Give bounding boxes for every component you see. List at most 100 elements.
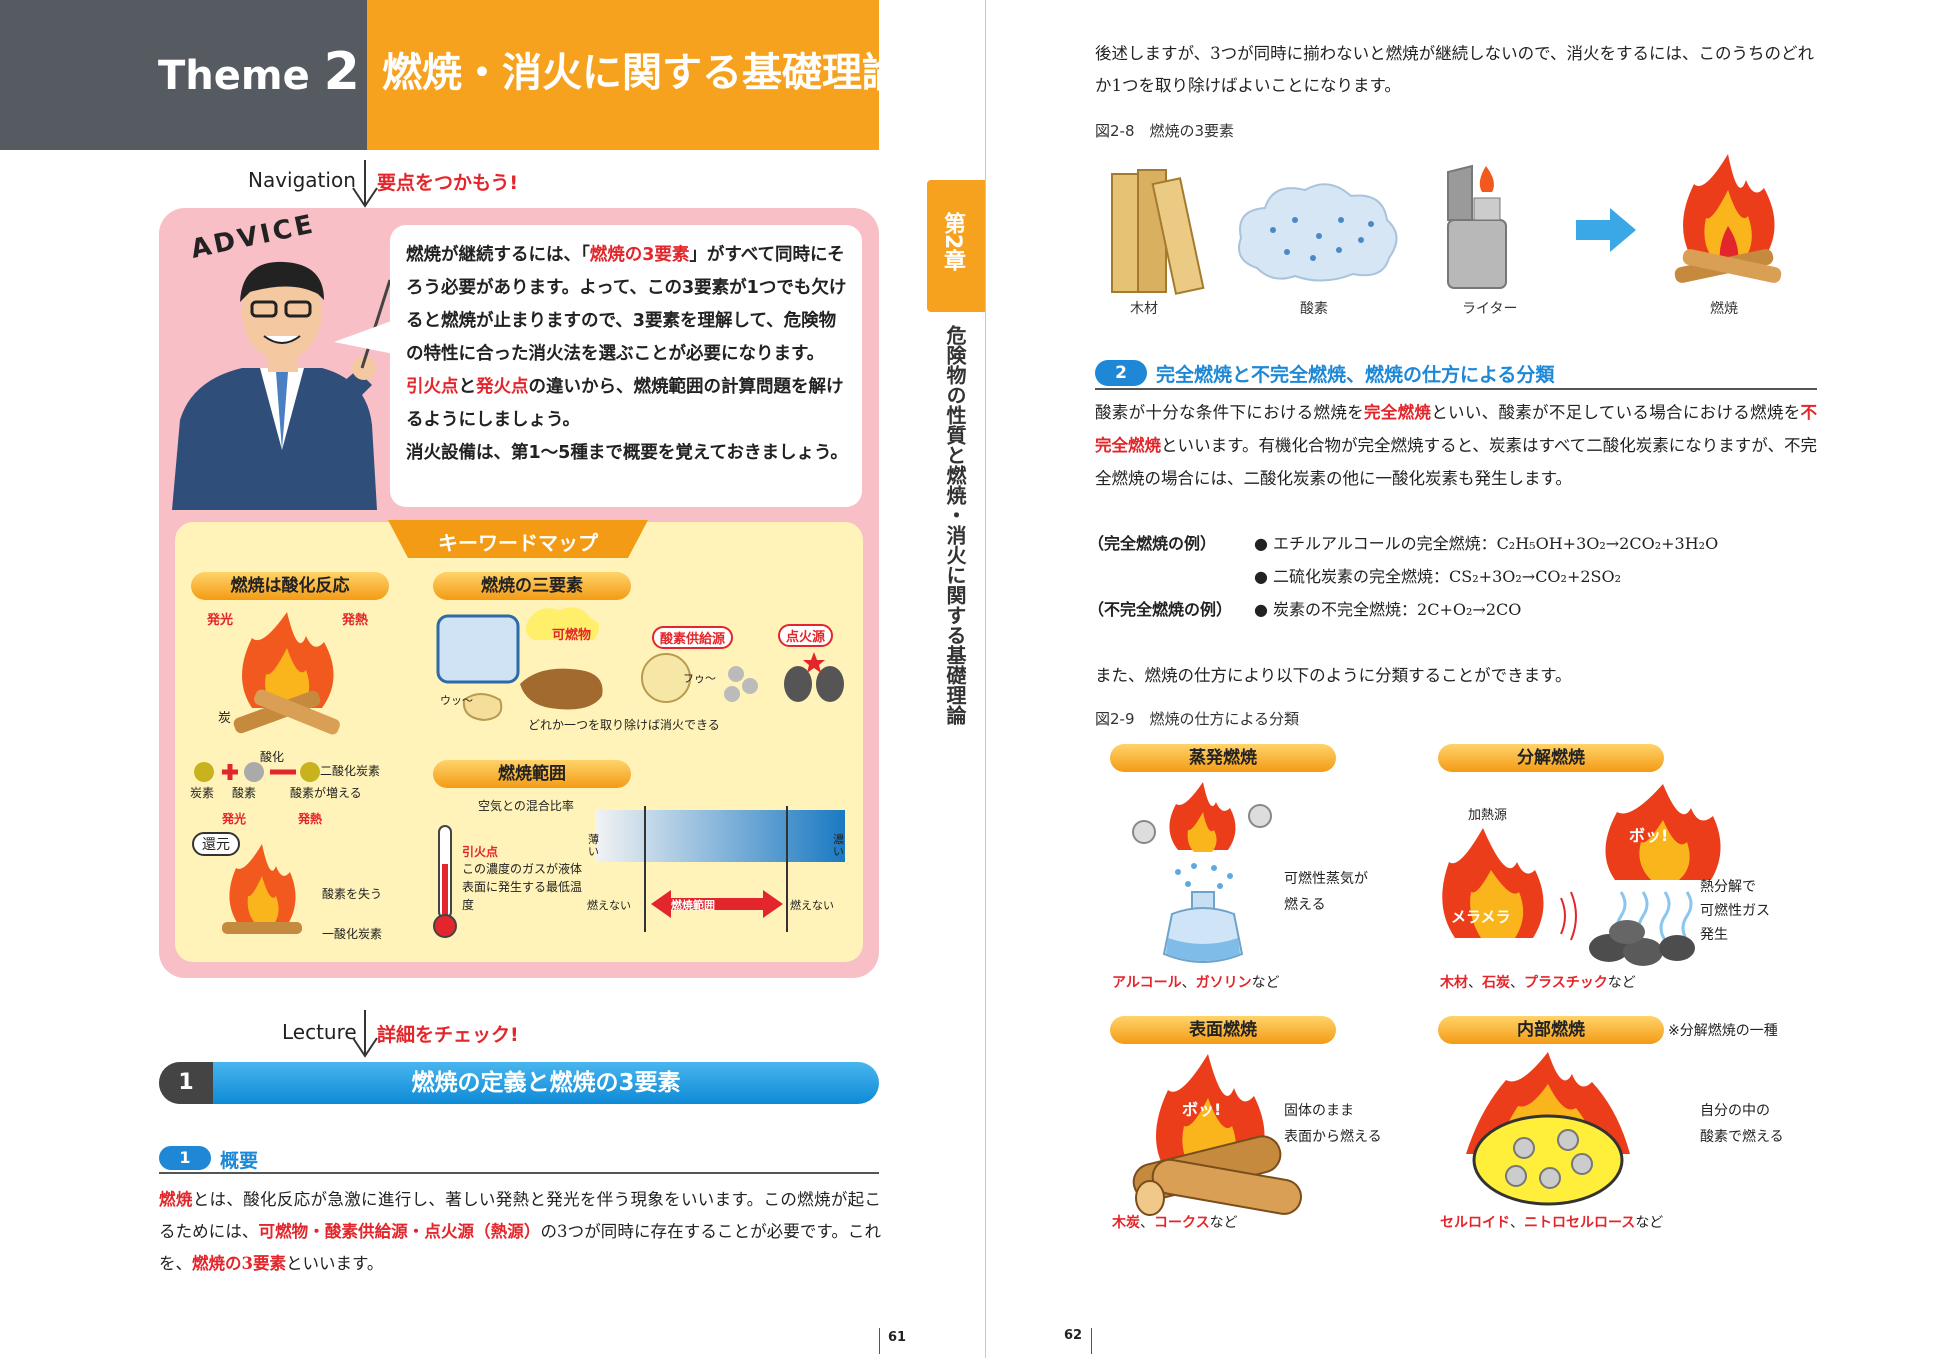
eq-oxygen-increase: 酸素が増える: [290, 786, 362, 800]
reduction-fire-icon: [222, 844, 302, 934]
three-elements-title: 燃焼の三要素: [433, 572, 631, 600]
equation-3: ● 炭素の不完全燃焼：2C+O₂→2CO: [1254, 600, 1522, 619]
eq-co2: 二酸化炭素: [320, 764, 381, 778]
theme-box: [0, 0, 367, 150]
left-page: Theme 2 燃焼・消火に関する基礎理論 Navigation 要点をつかもう…: [0, 0, 985, 1354]
evaporation-desc-1: 可燃性蒸気が: [1284, 871, 1368, 887]
sub2-title: 完全燃焼と不完全燃焼、燃焼の仕方による分類: [1156, 364, 1555, 386]
equation-2: ● 二硫化炭素の完全燃焼：CS₂+3O₂→CO₂+2SO₂: [1254, 567, 1622, 586]
section1-number: 1: [159, 1062, 213, 1104]
remove-to-extinguish: どれか一つを取り除けば消火できる: [528, 718, 720, 732]
carbon-monoxide: 一酸化炭素: [322, 927, 383, 941]
speech-tail: [334, 320, 394, 354]
combustion-range-diagram: [595, 806, 845, 932]
oxidation-light: 発光: [207, 613, 234, 628]
fig8-label-lighter: ライター: [1462, 301, 1518, 317]
sub1-number: 1: [159, 1146, 211, 1170]
no-burn-right: 燃えない: [790, 899, 834, 912]
surface-title: 表面燃焼: [1110, 1016, 1336, 1044]
sub2-number: 2: [1095, 360, 1147, 386]
decomposition-mera: メラメラ: [1451, 908, 1511, 926]
intro-text: 後述しますが、3つが同時に揃わないと燃焼が継続しないので、消火をするには、このう…: [1095, 44, 1815, 95]
fig8-caption: 図2-8 燃焼の3要素: [1095, 122, 1235, 140]
flash-point-desc: この濃度のガスが液体表面に発生する最低温度: [462, 862, 583, 912]
theme-label: Theme 2: [158, 42, 360, 102]
three-elements-illustration: [436, 607, 603, 722]
chapter-title: 危険物の性質と燃焼・消火に関する基礎理論: [943, 325, 967, 725]
lean-label: 薄い: [588, 833, 599, 858]
nav-label: Navigation: [248, 168, 356, 192]
eq-oxidize: 酸化: [260, 750, 285, 764]
theme-word: Theme: [158, 53, 310, 99]
sub1-title: 概要: [220, 1150, 259, 1172]
lecture-tag: 詳細をチェック!: [377, 1024, 519, 1046]
body-text-2: 酸素が十分な条件下における燃焼を完全燃焼といい、酸素が不足している場合における燃…: [1095, 403, 1818, 488]
equation-1: ● エチルアルコールの完全燃焼：C₂H₅OH+3O₂→2CO₂+3H₂O: [1254, 534, 1719, 553]
page-number-right: 62: [1064, 1328, 1083, 1343]
decomposition-illustration: [1442, 784, 1721, 966]
lighter-icon: [1447, 164, 1507, 289]
chapter-number: 第2章: [940, 212, 965, 272]
right-page: 後述しますが、3つが同時に揃わないと燃焼が継続しないので、消火をするには、このう…: [988, 0, 1960, 1358]
internal-note: ※分解燃焼の一種: [1668, 1023, 1778, 1039]
chapter-tab: [927, 180, 985, 312]
sound-1: ウッ〜: [440, 694, 473, 707]
surface-pop: ボッ!: [1182, 1100, 1222, 1119]
burn-range-label: 燃焼範囲: [671, 899, 715, 912]
lecture-label: Lecture: [282, 1020, 357, 1044]
surface-examples: 木炭、コークスなど: [1112, 1215, 1238, 1231]
evaporation-examples: アルコール、ガソリンなど: [1112, 975, 1280, 991]
combustion-fire-icon: [1674, 154, 1782, 283]
rich-label: 濃い: [833, 833, 844, 858]
eq-oxygen: 酸素: [232, 786, 257, 800]
page-number-divider-left: [879, 1328, 880, 1354]
nav-tag: 要点をつかもう!: [377, 172, 519, 194]
page-number-divider-right: [1091, 1328, 1092, 1354]
nav-arrow-icon: [352, 160, 378, 208]
surface-desc-1: 固体のまま: [1284, 1103, 1354, 1119]
thermometer-icon: [433, 825, 457, 938]
fuel-label: 可燃物: [552, 628, 592, 643]
oxidation-equation-icon: [194, 762, 320, 782]
advice-paragraph-1: 燃焼が継続するには、「燃焼の3要素」がすべて同時にそろう必要があります。よって、…: [406, 245, 847, 364]
decomposition-pop: ボッ!: [1629, 826, 1669, 845]
keyword-map-banner: [388, 520, 648, 558]
arrow-right-icon: [1576, 208, 1636, 252]
oxidation-charcoal: 炭: [218, 711, 232, 726]
section1-bar: [159, 1062, 879, 1104]
eq-carbon: 炭素: [190, 786, 215, 800]
theme-number: 2: [323, 42, 360, 102]
fig8-label-oxygen: 酸素: [1300, 301, 1328, 317]
fig8-label-wood: 木材: [1130, 301, 1158, 317]
also-text: また、燃焼の仕方により以下のように分類することができます。: [1095, 666, 1572, 685]
fig8-label-combustion: 燃焼: [1710, 301, 1738, 317]
evaporation-title: 蒸発燃焼: [1110, 744, 1336, 772]
decomposition-examples: 木材、石炭、プラスチックなど: [1440, 975, 1636, 991]
fig9-caption: 図2-9 燃焼の仕方による分類: [1095, 710, 1300, 728]
oxygen-source-label: 酸素供給源: [652, 626, 734, 649]
oxidation-heat: 発熱: [342, 613, 369, 628]
combustion-range-title: 燃焼範囲: [433, 760, 631, 788]
page-number-left: 61: [888, 1330, 907, 1345]
flint-stones-icon: [784, 652, 844, 702]
internal-examples: セルロイド、ニトロセルロースなど: [1440, 1215, 1664, 1231]
teacher-illustration: [172, 261, 392, 510]
sub2-rule: [1095, 388, 1817, 390]
evaporation-desc-2: 燃える: [1284, 897, 1326, 913]
lose-oxygen: 酸素を失う: [322, 887, 383, 901]
internal-desc-2: 酸素で燃える: [1700, 1129, 1784, 1145]
body-text-1: 燃焼とは、酸化反応が急激に進行し、著しい発熱と発光を伴う現象をいいます。この燃焼…: [159, 1190, 882, 1273]
sound-2: フゥ〜: [683, 672, 716, 685]
celluloid-fire-icon: [1466, 1052, 1630, 1206]
decomposition-desc-1: 熱分解で: [1700, 879, 1756, 895]
advice-card: 燃焼が継続するには、「燃焼の3要素」がすべて同時にそろう必要があります。よって、…: [390, 225, 862, 507]
oxygen-cloud-icon: [1238, 183, 1398, 282]
ignition-label: 点火源: [778, 624, 834, 647]
internal-title: 内部燃焼: [1438, 1016, 1664, 1044]
heat-source-label: 加熱源: [1468, 808, 1508, 823]
sub1-rule: [159, 1172, 879, 1174]
example-incomplete-label: （不完全燃焼の例）: [1088, 600, 1233, 619]
flash-point-label: 引火点: [462, 845, 499, 859]
surface-desc-2: 表面から燃える: [1284, 1129, 1382, 1145]
campfire-icon: [233, 612, 340, 735]
